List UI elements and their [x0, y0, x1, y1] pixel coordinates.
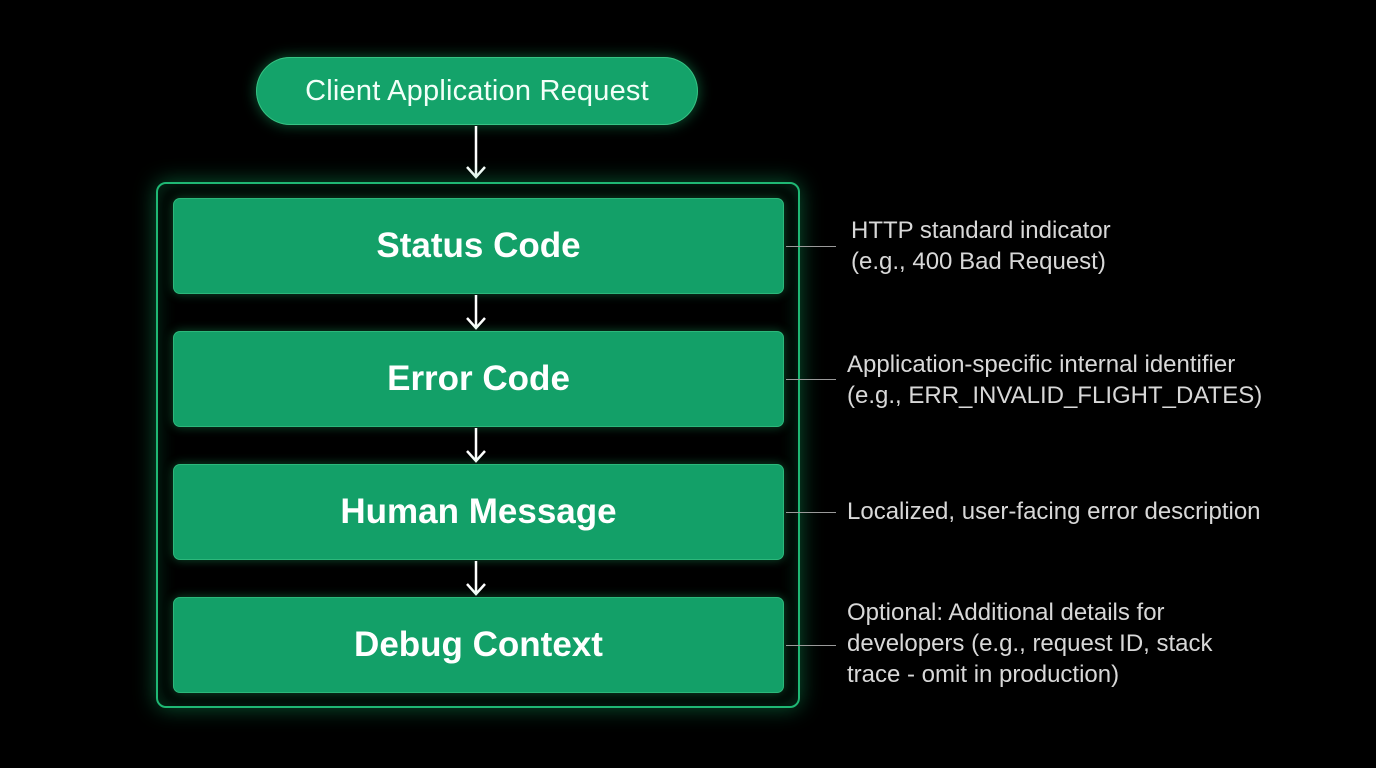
connector-line	[786, 246, 836, 247]
arrow-down-icon	[466, 428, 486, 463]
annotation-line: Optional: Additional details for	[847, 599, 1165, 626]
annotation-line: trace - omit in production)	[847, 661, 1120, 688]
debug-context-annotation: Optional: Additional details for develop…	[847, 597, 1213, 690]
error-code-title: Error Code	[387, 359, 570, 398]
annotation-line: (e.g., ERR_INVALID_FLIGHT_DATES)	[847, 382, 1263, 409]
debug-context-block: Debug Context	[173, 597, 784, 693]
arrow-down-icon	[466, 295, 486, 330]
annotation-line: HTTP standard indicator	[851, 217, 1111, 244]
status-code-annotation: HTTP standard indicator (e.g., 400 Bad R…	[851, 215, 1111, 277]
human-message-title: Human Message	[340, 492, 617, 531]
error-structure-container	[156, 182, 800, 708]
error-code-annotation: Application-specific internal identifier…	[847, 349, 1262, 411]
error-code-block: Error Code	[173, 331, 784, 427]
status-code-block: Status Code	[173, 198, 784, 294]
annotation-line: Localized, user-facing error description	[847, 498, 1261, 525]
annotation-line: Application-specific internal identifier	[847, 351, 1236, 378]
connector-line	[786, 512, 836, 513]
human-message-block: Human Message	[173, 464, 784, 560]
annotation-line: (e.g., 400 Bad Request)	[851, 248, 1106, 275]
annotation-line: developers (e.g., request ID, stack	[847, 630, 1213, 657]
connector-line	[786, 645, 836, 646]
arrow-down-icon	[466, 561, 486, 596]
debug-context-title: Debug Context	[354, 625, 603, 664]
arrow-down-icon	[466, 126, 486, 179]
human-message-annotation: Localized, user-facing error description	[847, 496, 1261, 527]
client-request-label: Client Application Request	[305, 74, 649, 107]
client-request-node: Client Application Request	[256, 57, 698, 125]
connector-line	[786, 379, 836, 380]
status-code-title: Status Code	[376, 226, 581, 265]
